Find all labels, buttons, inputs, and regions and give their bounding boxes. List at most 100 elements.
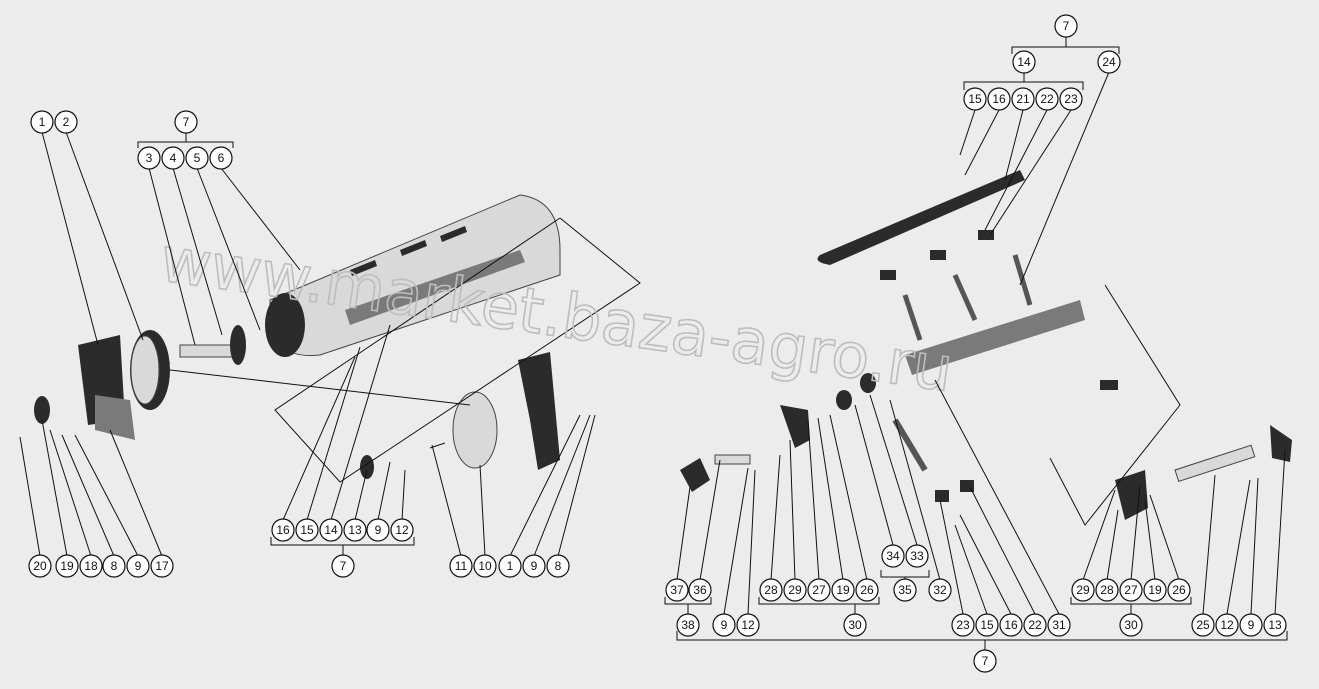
- right-side-plate: [518, 352, 560, 470]
- svg-text:6: 6: [218, 151, 225, 165]
- left-assembly: [34, 194, 641, 483]
- collar: [836, 390, 852, 410]
- callout-23: 23: [1059, 87, 1083, 111]
- callout-14: 14: [319, 518, 343, 542]
- right-bearing: [360, 455, 374, 479]
- svg-text:5: 5: [194, 151, 201, 165]
- bearing-plate: [95, 395, 135, 440]
- svg-text:2: 2: [63, 115, 70, 129]
- svg-text:9: 9: [1248, 618, 1255, 632]
- callout-24: 24: [1097, 50, 1121, 74]
- callout-16: 16: [999, 613, 1023, 637]
- svg-text:38: 38: [681, 618, 695, 632]
- leader-lines: [19, 36, 1288, 650]
- svg-text:8: 8: [555, 559, 562, 573]
- callout-18: 18: [79, 554, 103, 578]
- callout-19: 19: [55, 554, 79, 578]
- knife-bar: [817, 170, 1025, 265]
- callout-21: 21: [1011, 87, 1035, 111]
- svg-text:4: 4: [170, 151, 177, 165]
- svg-text:12: 12: [1220, 618, 1234, 632]
- svg-text:9: 9: [135, 559, 142, 573]
- callout-9: 9: [1239, 613, 1263, 637]
- svg-text:17: 17: [155, 559, 169, 573]
- svg-text:28: 28: [764, 583, 778, 597]
- svg-text:27: 27: [1124, 583, 1138, 597]
- callout-7: 7: [1054, 14, 1078, 38]
- callout-33: 33: [905, 544, 929, 568]
- lever-rod: [892, 418, 928, 472]
- svg-text:3: 3: [146, 151, 153, 165]
- svg-text:14: 14: [1017, 55, 1031, 69]
- svg-text:29: 29: [788, 583, 802, 597]
- callout-9: 9: [712, 613, 736, 637]
- svg-text:13: 13: [1268, 618, 1282, 632]
- svg-text:15: 15: [968, 92, 982, 106]
- callout-27: 27: [1119, 578, 1143, 602]
- svg-text:23: 23: [956, 618, 970, 632]
- callout-15: 15: [975, 613, 999, 637]
- flange: [230, 325, 246, 365]
- callout-27: 27: [807, 578, 831, 602]
- right-assembly: [680, 170, 1292, 526]
- finger-rod: [902, 294, 923, 341]
- svg-text:33: 33: [910, 549, 924, 563]
- callout-13: 13: [343, 518, 367, 542]
- callout-8: 8: [102, 554, 126, 578]
- svg-text:26: 26: [1172, 583, 1186, 597]
- svg-text:31: 31: [1052, 618, 1066, 632]
- svg-text:27: 27: [812, 583, 826, 597]
- callout-26: 26: [855, 578, 879, 602]
- callout-1: 1: [30, 110, 54, 134]
- callout-30: 30: [1119, 613, 1143, 637]
- callout-9: 9: [126, 554, 150, 578]
- drum-slot: [440, 226, 467, 242]
- bushing: [714, 454, 751, 465]
- svg-text:15: 15: [300, 523, 314, 537]
- callout-3: 3: [137, 146, 161, 170]
- callout-15: 15: [295, 518, 319, 542]
- callout-32: 32: [928, 578, 952, 602]
- callout-bubbles: 1 2 7 3 4 5 6 20 19 18 8 9 17 16 15 14 1…: [28, 14, 1287, 673]
- callout-28: 28: [1095, 578, 1119, 602]
- callout-25: 25: [1191, 613, 1215, 637]
- callout-38: 38: [676, 613, 700, 637]
- svg-text:30: 30: [1124, 618, 1138, 632]
- svg-text:9: 9: [721, 618, 728, 632]
- bearing-housing: [34, 396, 50, 424]
- drum-end: [265, 293, 305, 357]
- svg-text:14: 14: [324, 523, 338, 537]
- callout-28: 28: [759, 578, 783, 602]
- callout-16: 16: [271, 518, 295, 542]
- svg-text:18: 18: [84, 559, 98, 573]
- clamp: [880, 270, 896, 280]
- svg-text:7: 7: [340, 559, 347, 573]
- callout-12: 12: [736, 613, 760, 637]
- callout-10: 10: [473, 554, 497, 578]
- svg-text:12: 12: [395, 523, 409, 537]
- callout-2: 2: [54, 110, 78, 134]
- callout-16: 16: [987, 87, 1011, 111]
- callout-9: 9: [522, 554, 546, 578]
- callout-31: 31: [1047, 613, 1071, 637]
- drum-slot: [400, 240, 427, 256]
- finger-rod: [952, 273, 978, 322]
- callout-36: 36: [688, 578, 712, 602]
- callout-15: 15: [963, 87, 987, 111]
- svg-text:21: 21: [1016, 92, 1030, 106]
- callout-7: 7: [174, 110, 198, 134]
- callout-5: 5: [185, 146, 209, 170]
- svg-text:10: 10: [478, 559, 492, 573]
- callout-8: 8: [546, 554, 570, 578]
- svg-text:22: 22: [1028, 618, 1042, 632]
- callout-13: 13: [1263, 613, 1287, 637]
- svg-text:20: 20: [33, 559, 47, 573]
- svg-text:16: 16: [992, 92, 1006, 106]
- svg-text:7: 7: [183, 115, 190, 129]
- svg-text:34: 34: [886, 549, 900, 563]
- callout-30: 30: [843, 613, 867, 637]
- callout-12: 12: [1215, 613, 1239, 637]
- svg-text:19: 19: [1148, 583, 1162, 597]
